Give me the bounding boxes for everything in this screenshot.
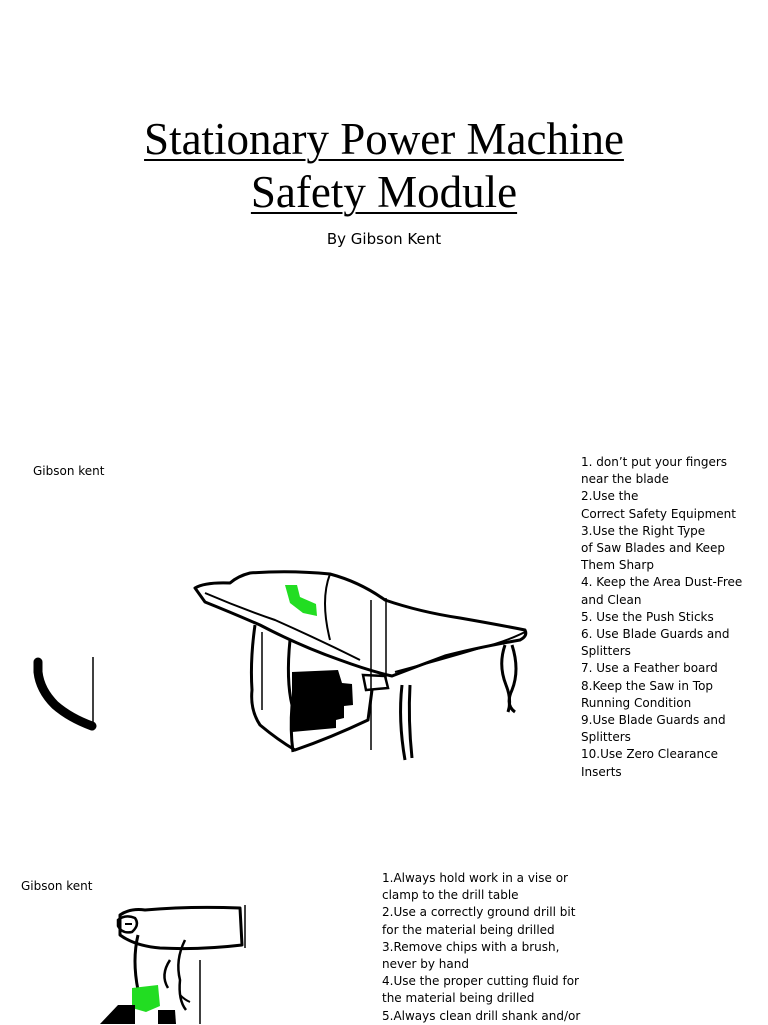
page-title-line-2: Safety Module: [250, 167, 518, 217]
list-item: 1. don’t put your fingers: [581, 455, 728, 469]
list-item: 10.Use Zero Clearance: [581, 747, 719, 762]
list-item: Splitters: [581, 730, 631, 745]
list-item: 4. Keep the Area Dust-Free: [581, 575, 743, 590]
section2-author-label: Gibson kent: [21, 879, 93, 893]
list-item: Them Sharp: [581, 558, 654, 573]
list-item: 8.Keep the Saw in Top: [581, 678, 714, 693]
list-item: near the blade: [581, 472, 669, 487]
list-item: and Clean: [581, 592, 642, 607]
list-item: of Saw Blades and Keep: [581, 541, 726, 556]
list-item: 5.Always clean drill shank and/or: [382, 1008, 581, 1023]
page-title-line-1: Stationary Power Machine: [144, 114, 624, 164]
list-item: 7. Use a Feather board: [581, 661, 718, 676]
list-item: Splitters: [581, 644, 631, 659]
section1-safety-list: 1. don’t put your fingers near the blade…: [581, 454, 742, 781]
list-item: for the material being drilled: [382, 922, 555, 937]
list-item: never by hand: [382, 957, 469, 972]
list-item: the material being drilled: [382, 991, 535, 1006]
byline: By Gibson Kent: [326, 230, 442, 248]
list-item: clamp to the drill table: [382, 888, 519, 903]
green-highlight: [285, 585, 317, 616]
list-item: 3.Remove chips with a brush,: [382, 939, 560, 954]
list-item: Inserts: [581, 764, 622, 779]
section1-author-label: Gibson kent: [33, 464, 105, 478]
list-item: 9.Use Blade Guards and: [581, 713, 726, 728]
list-item: 5. Use the Push Sticks: [581, 609, 714, 624]
list-item: Correct Safety Equipment: [581, 506, 736, 521]
list-item: 3.Use the Right Type: [581, 523, 706, 538]
list-item: Running Condition: [581, 695, 692, 710]
list-item: 6. Use Blade Guards and: [581, 627, 730, 642]
section2-safety-list: 1.Always hold work in a vise or clamp to…: [382, 870, 580, 1025]
list-item: 4.Use the proper cutting fluid for: [382, 974, 579, 989]
list-item: 2.Use the: [581, 489, 639, 504]
list-item: 1.Always hold work in a vise or: [382, 871, 568, 885]
list-item: 2.Use a correctly ground drill bit: [382, 905, 576, 920]
